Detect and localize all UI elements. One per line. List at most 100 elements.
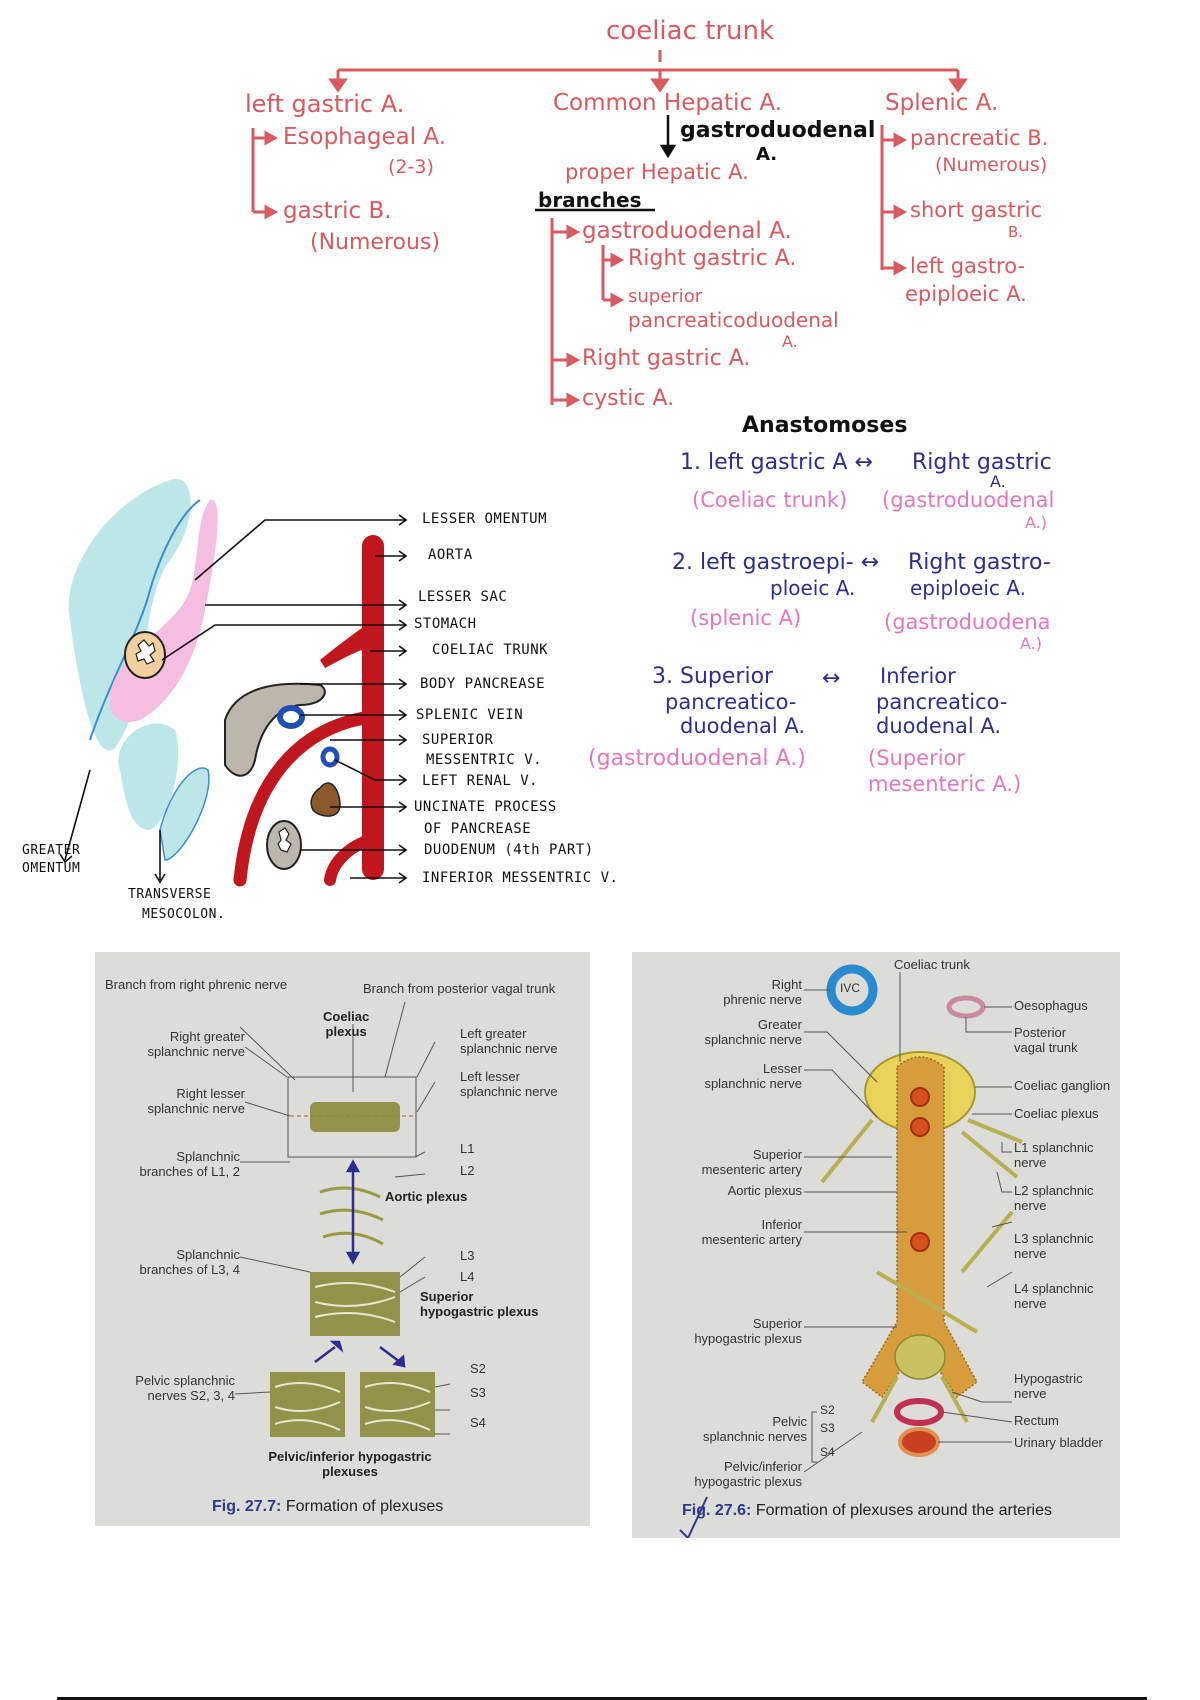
anastomosis-number: 2. bbox=[672, 550, 693, 575]
anastomosis-right-source-suffix: A.) bbox=[1025, 513, 1047, 532]
sketch-label-mesenteric-v: MESSENTRIC V. bbox=[426, 752, 543, 768]
label-s3: S3 bbox=[820, 1421, 835, 1435]
plexus-diagram bbox=[234, 1001, 451, 1437]
anastomosis-right-source-line2: mesenteric A.) bbox=[868, 772, 1022, 796]
anastomosis-number: 3. bbox=[652, 664, 673, 689]
sketch-label-of-pancreas: OF PANCREASE bbox=[424, 821, 532, 837]
sketch-label-lesser-sac: LESSER SAC bbox=[418, 589, 508, 605]
anastomosis-right-suffix: A. bbox=[990, 472, 1006, 491]
anastomosis-right: Inferior bbox=[880, 664, 956, 688]
left-gastric-branch: Esophageal A. bbox=[283, 124, 447, 150]
gastroduodenal-side-branch: gastroduodenal bbox=[680, 118, 876, 143]
label-l3: L3 bbox=[460, 1248, 475, 1263]
splenic-vein-shape bbox=[277, 705, 305, 729]
splenic-branch-note: B. bbox=[1008, 223, 1024, 241]
label-coeliac-trunk: Coeliac trunk bbox=[894, 957, 970, 972]
anastomosis-left-line3: duodenal A. bbox=[680, 714, 806, 738]
aortic-plexus-diagram bbox=[803, 964, 1023, 1473]
sketch-label-inferior-mesenteric: INFERIOR MESSENTRIC V. bbox=[422, 870, 619, 886]
sketch-label-left-renal-v: LEFT RENAL V. bbox=[422, 773, 539, 789]
label-s2: S2 bbox=[820, 1403, 835, 1417]
sketch-label-lesser-omentum: LESSER OMENTUM bbox=[422, 511, 548, 527]
label-s4: S4 bbox=[470, 1415, 486, 1430]
coeliac-trunk-shape bbox=[320, 628, 362, 668]
left-gastric-branch: gastric B. bbox=[283, 198, 392, 224]
label-l4: L4 bbox=[460, 1269, 475, 1284]
anastomosis-right-source: (Superior bbox=[868, 746, 966, 770]
common-hepatic-title: Common Hepatic A. bbox=[553, 90, 783, 116]
superior-mesenteric-artery-shape bbox=[233, 711, 371, 887]
anastomosis-right: Right gastro- bbox=[908, 550, 1051, 575]
hepatic-branch: Right gastric A. bbox=[628, 246, 797, 271]
bidirectional-arrow-icon: ↔ bbox=[822, 666, 841, 691]
transverse-mesocolon-shape bbox=[159, 767, 210, 861]
sketch-label-transverse: TRANSVERSE bbox=[128, 887, 212, 902]
label-aortic-plexus: Aortic plexus bbox=[385, 1189, 468, 1204]
label-branch-posterior-vagal: Branch from posterior vagal trunk bbox=[363, 981, 556, 996]
anastomosis-left-source: (splenic A) bbox=[690, 606, 802, 630]
proper-hepatic: proper Hepatic A. bbox=[565, 160, 749, 184]
anastomosis-right: Right gastric bbox=[912, 450, 1052, 475]
sketch-label-splenic-vein: SPLENIC VEIN bbox=[416, 707, 524, 723]
splenic-branch: short gastric bbox=[910, 198, 1043, 222]
sagittal-section-sketch bbox=[59, 478, 408, 887]
label-s3: S3 bbox=[470, 1385, 486, 1400]
left-gastric-title: left gastric A. bbox=[245, 90, 405, 118]
sketch-label-body-pancreas: BODY PANCREASE bbox=[420, 676, 546, 692]
bidirectional-arrow-icon: ↔ bbox=[854, 450, 873, 475]
anastomosis-right-line2: epiploeic A. bbox=[910, 576, 1026, 600]
bidirectional-arrow-icon: ↔ bbox=[860, 550, 880, 575]
anastomosis-left-source: (Coeliac trunk) bbox=[692, 488, 848, 512]
anastomosis-left-source: (gastroduodenal A.) bbox=[588, 746, 806, 771]
greater-omentum-shape bbox=[68, 478, 191, 751]
sketch-label-uncinate: UNCINATE PROCESS bbox=[414, 799, 557, 815]
anastomosis-left-line2: ploeic A. bbox=[770, 576, 856, 600]
anastomosis-right-line3: duodenal A. bbox=[876, 714, 1002, 738]
sketch-label-greater: GREATER bbox=[22, 843, 81, 858]
splenic-title: Splenic A. bbox=[885, 90, 999, 116]
tree-root: coeliac trunk bbox=[606, 16, 775, 46]
hepatic-branch: pancreaticoduodenal bbox=[628, 308, 839, 332]
anastomosis-right-source: (gastroduodenal bbox=[882, 488, 1055, 512]
anastomosis-right-line2: pancreatico- bbox=[876, 690, 1008, 714]
sketch-label-duodenum: DUODENUM (4th PART) bbox=[424, 842, 594, 858]
tree-connectors bbox=[251, 50, 968, 408]
left-gastric-branch-note: (2-3) bbox=[388, 156, 434, 178]
anastomosis-left: left gastric A bbox=[708, 450, 848, 475]
hepatic-branch: A. bbox=[782, 332, 798, 351]
anastomosis-left-line2: pancreatico- bbox=[665, 690, 797, 714]
splenic-branch: pancreatic B. bbox=[910, 126, 1049, 150]
label-ivc: IVC bbox=[840, 981, 861, 995]
sketch-label-aorta: AORTA bbox=[428, 547, 473, 563]
anastomosis-left: Superior bbox=[680, 664, 774, 689]
label-coeliac-plexus: Coeliac plexus bbox=[1014, 1106, 1099, 1121]
label-l1: L1 bbox=[460, 1141, 475, 1156]
checkmark-icon bbox=[679, 1496, 708, 1538]
branches-heading: branches bbox=[538, 188, 642, 212]
sketch-label-coeliac-trunk: COELIAC TRUNK bbox=[432, 642, 549, 658]
figure-caption-27-7: Fig. 27.7: Formation of plexuses bbox=[212, 1498, 444, 1515]
uncinate-process-shape bbox=[310, 782, 341, 817]
page-bottom-rule bbox=[57, 1697, 1147, 1700]
splenic-branch-note: epiploeic A. bbox=[905, 282, 1027, 306]
hepatic-branch: Right gastric A. bbox=[582, 346, 751, 371]
anastomoses-heading: Anastomoses bbox=[742, 413, 908, 438]
sketch-label-stomach: STOMACH bbox=[414, 616, 477, 632]
anastomosis-right-source-suffix: A.) bbox=[1020, 634, 1042, 653]
